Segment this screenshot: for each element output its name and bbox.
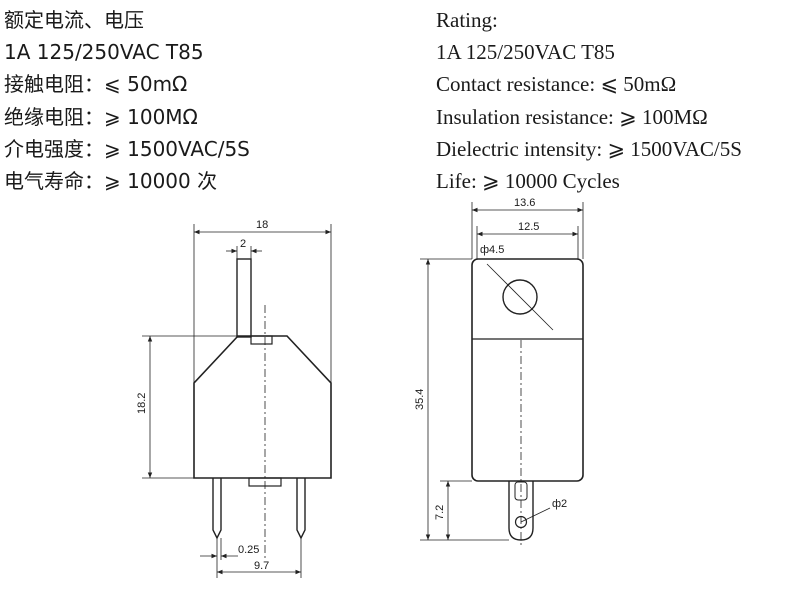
- front-view-labels: 18 2 18.2 0.25 9.7: [136, 219, 269, 572]
- spec-cn-line: 接触电阻：⩽ 50mΩ: [4, 72, 188, 97]
- spec-en-line: Life: ⩾ 10000 Cycles: [436, 168, 620, 193]
- dim-total-height-label: 35.4: [414, 389, 426, 410]
- spec-en-line: Insulation resistance: ⩾ 100MΩ: [436, 104, 708, 129]
- spec-en-line: Contact resistance: ⩽ 50mΩ: [436, 72, 677, 97]
- dim-lead-hole-label: ф2: [552, 498, 567, 510]
- left-terminal: [212, 478, 222, 540]
- fuse-body-outline: [193, 335, 332, 479]
- specs-chinese: 额定电流、电压 1A 125/250VAC T85 接触电阻：⩽ 50mΩ 绝缘…: [4, 4, 250, 197]
- right-terminal: [296, 478, 306, 540]
- dim-width-label: 13.6: [514, 197, 535, 209]
- side-body: [471, 258, 584, 482]
- specs-english: Rating: 1A 125/250VAC T85 Contact resist…: [436, 4, 742, 197]
- spec-cn-line: 介电强度：⩾ 1500VAC/5S: [4, 136, 250, 161]
- dim-thickness-label: 0.25: [238, 544, 259, 556]
- front-view: [142, 224, 332, 578]
- spec-cn-line: 电气寿命：⩾ 10000 次: [4, 168, 218, 193]
- spec-en-line: Rating:: [436, 8, 498, 32]
- dim-width-label: 18: [256, 219, 268, 231]
- side-view: [420, 202, 584, 548]
- spec-en-line: Dielectric intensity: ⩾ 1500VAC/5S: [436, 136, 742, 161]
- dim-pin-width-label: 2: [240, 238, 246, 250]
- dim-inner-width-label: 12.5: [518, 221, 539, 233]
- dim-height-label: 18.2: [136, 393, 148, 414]
- top-pin: [236, 258, 252, 338]
- spec-cn-line: 绝缘电阻：⩾ 100MΩ: [4, 104, 198, 129]
- dim-spacing-label: 9.7: [254, 560, 269, 572]
- side-view-labels: 13.6 12.5 ф4.5 35.4 7.2 ф2: [414, 197, 567, 520]
- dim-lead-length-label: 7.2: [434, 505, 446, 520]
- top-tab: [250, 335, 273, 345]
- spec-cn-line: 1A 125/250VAC T85: [4, 40, 204, 65]
- spec-en-line: 1A 125/250VAC T85: [436, 40, 615, 65]
- spec-cn-line: 额定电流、电压: [4, 8, 144, 32]
- dim-hole-label: ф4.5: [480, 244, 504, 256]
- mounting-hole: [502, 279, 538, 315]
